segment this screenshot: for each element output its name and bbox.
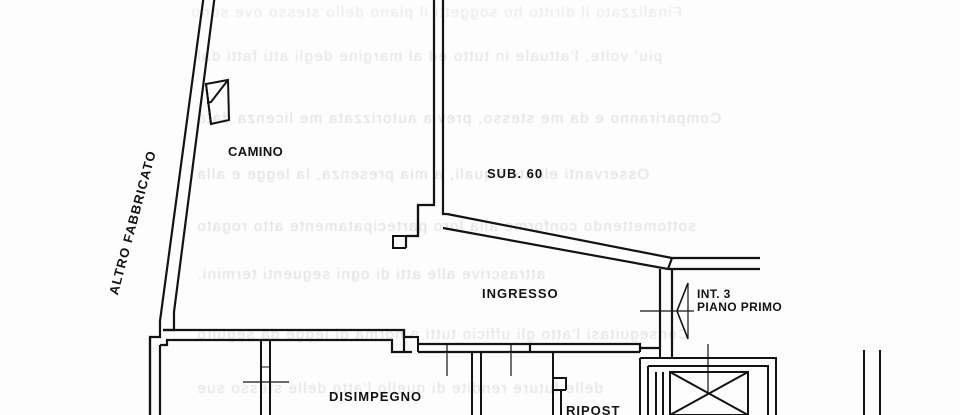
room-label-camino: CAMINO <box>228 144 284 159</box>
ingresso-slanted-partition <box>442 212 674 271</box>
upper-right-wall-stub <box>668 256 760 271</box>
elevator-shaft-icon <box>639 357 777 415</box>
unit-callout-int-3: INT. 3 PIANO PRIMO <box>697 288 782 314</box>
chimney-icon <box>204 78 231 126</box>
door-swing-icon <box>676 282 689 340</box>
room-label-disimpegno: DISIMPEGNO <box>329 389 423 404</box>
disimpegno-right-partition <box>471 352 482 415</box>
sub60-left-wall <box>404 0 447 248</box>
room-label-sub-60: SUB. 60 <box>487 166 544 181</box>
unit-callout-line-1: INT. 3 <box>697 287 731 301</box>
center-cross-mark <box>446 344 512 376</box>
disimpegno-top-wall <box>160 328 412 354</box>
room-label-ripost: RIPOST <box>566 403 621 415</box>
left-exterior-corner <box>148 337 162 415</box>
shaft-top-stub <box>659 348 673 358</box>
wall-block-notch <box>404 336 419 352</box>
ripost-walls <box>552 352 567 415</box>
ingresso-door-jamb-wall <box>640 269 674 358</box>
right-edge-walls <box>863 350 881 415</box>
unit-callout-line-2: PIANO PRIMO <box>697 300 783 314</box>
corridor-right-wall <box>418 342 642 354</box>
room-label-ingresso: INGRESSO <box>482 286 559 301</box>
wall-notch <box>392 235 406 249</box>
disimpegno-left-partition <box>260 340 271 415</box>
